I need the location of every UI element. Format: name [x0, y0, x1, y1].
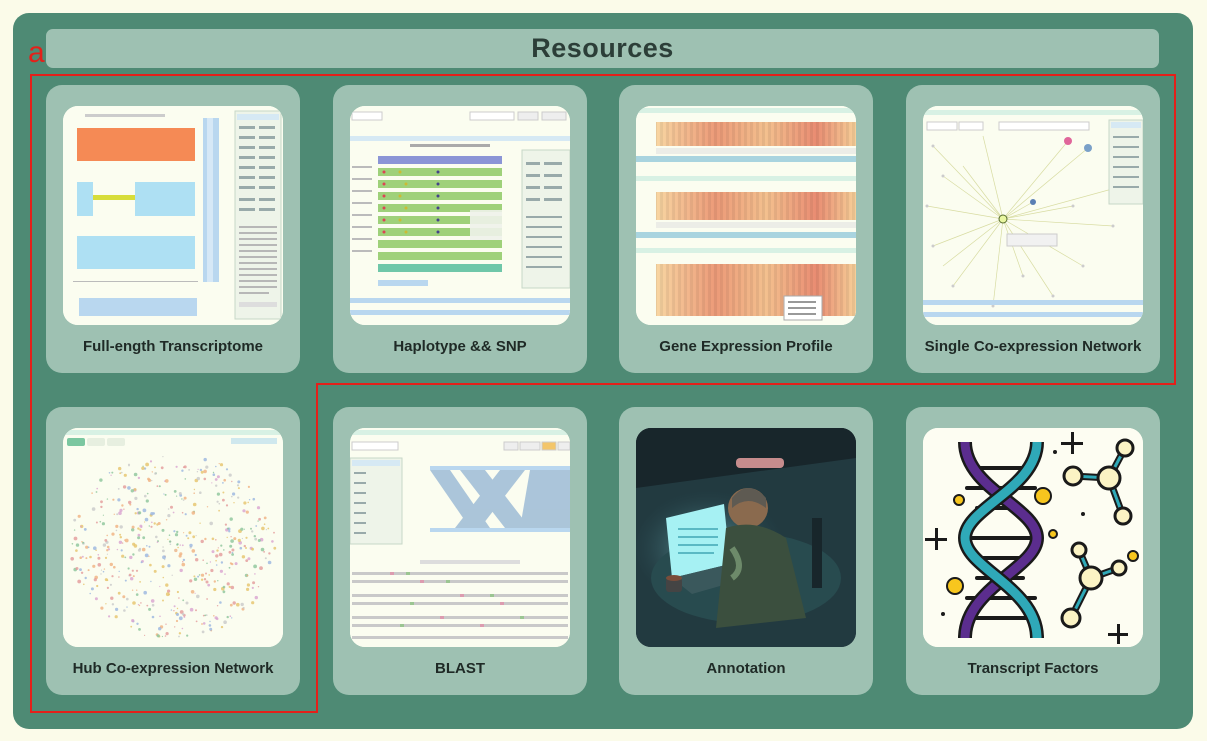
card-single-coexpression-network[interactable]: Single Co-expression Network	[906, 85, 1160, 373]
highlight-mid	[317, 383, 1176, 385]
haplotype-snp-screenshot-icon	[350, 106, 570, 325]
page-title: Resources	[531, 33, 674, 63]
card-full-length-transcriptome[interactable]: Full-ength Transcriptome	[46, 85, 300, 373]
heatmap-screenshot-icon	[636, 106, 856, 325]
dna-molecule-illustration-icon	[923, 428, 1143, 647]
highlight-top	[30, 74, 1176, 76]
card-label: Hub Co-expression Network	[72, 660, 274, 677]
transcriptome-screenshot-icon	[63, 106, 283, 325]
card-label: BLAST	[435, 660, 485, 677]
card-label: Single Co-expression Network	[924, 338, 1142, 355]
card-haplotype-snp[interactable]: Haplotype && SNP	[333, 85, 587, 373]
card-transcript-factors[interactable]: Transcript Factors	[906, 407, 1160, 695]
highlight-right	[1174, 74, 1176, 385]
card-label: Transcript Factors	[967, 660, 1099, 677]
card-blast[interactable]: BLAST	[333, 407, 587, 695]
card-label: Full-ength Transcriptome	[82, 338, 263, 355]
highlight-inner	[316, 383, 318, 713]
card-hub-coexpression-network[interactable]: Hub Co-expression Network	[46, 407, 300, 695]
person-at-laptop-illustration-icon	[636, 428, 856, 647]
card-annotation[interactable]: Annotation	[619, 407, 873, 695]
resources-header: Resources	[46, 29, 1159, 68]
highlight-left	[30, 74, 32, 713]
annotation-label: a	[28, 36, 45, 69]
card-label: Haplotype && SNP	[393, 338, 527, 355]
network-screenshot-icon	[923, 106, 1143, 325]
card-label: Gene Expression Profile	[659, 338, 833, 355]
highlight-bottom	[30, 711, 318, 713]
hub-network-screenshot-icon	[63, 428, 283, 647]
card-label: Annotation	[706, 660, 786, 677]
blast-alignment-screenshot-icon	[350, 428, 570, 647]
card-gene-expression-profile[interactable]: Gene Expression Profile	[619, 85, 873, 373]
